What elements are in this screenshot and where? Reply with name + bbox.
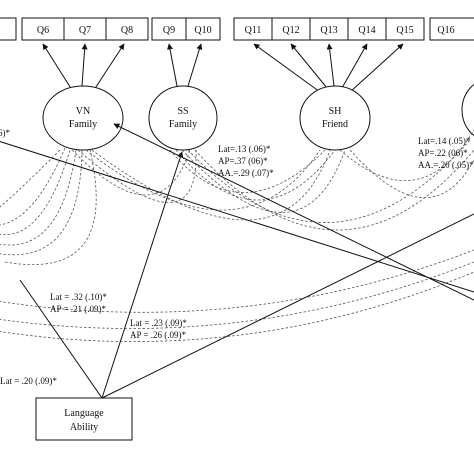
factor-right-partial	[461, 83, 474, 137]
coef-right-ap: AP=.22 (06)*	[418, 148, 468, 158]
coef-right-lat: Lat=.14 (.05)*	[418, 136, 471, 146]
indicator-q16: Q16	[437, 25, 454, 36]
indicator-q8: Q8	[121, 25, 133, 36]
language-ability-line2: Ability	[70, 422, 98, 433]
language-ability-line1: Language	[64, 408, 104, 419]
indicator-q12: Q12	[282, 25, 299, 36]
coef-ss-lat: Lat=.13 (.06)*	[218, 144, 271, 154]
indicator-group-vn: Q6 Q7 Q8	[0, 17, 149, 41]
coef-right-aa: AA.=.20 (.05)*	[418, 160, 474, 170]
indicator-q7: Q7	[79, 25, 91, 36]
coef-bottom-left: Lat = .20 (.09)*	[0, 376, 57, 386]
indicator-q11: Q11	[245, 25, 262, 36]
factor-vn-line1: VN	[76, 106, 90, 117]
factor-ss-line2: Family	[169, 119, 197, 130]
indicator-q9: Q9	[163, 25, 175, 36]
coef-mid2-lat: Lat = .23 (.09)*	[130, 318, 187, 328]
language-ability-node: Language Ability	[35, 397, 133, 441]
coef-mid1-ap: AP = .21 (.09)*	[50, 304, 106, 314]
factor-sh-line2: Friend	[322, 119, 348, 130]
indicator-group-right: Q16	[429, 17, 474, 41]
indicator-box-q6-q8	[21, 17, 149, 41]
coef-ss-aa: AA.=.29 (.07)*	[218, 168, 274, 178]
coef-block-right: Lat=.14 (.05)* AP=.22 (06)* AA.=.20 (.05…	[418, 136, 474, 170]
factor-sh-line1: SH	[329, 106, 342, 117]
factor-vn-line2: Family	[69, 119, 97, 130]
indicator-q13: Q13	[320, 25, 337, 36]
coef-mid2-ap: AP = .26 (.09)*	[130, 330, 186, 340]
structural-paths	[0, 123, 474, 399]
indicator-box-q11-q15	[233, 17, 425, 41]
coef-ss-ap: AP=.37 (06)*	[218, 156, 268, 166]
indicator-box-q16	[429, 17, 474, 41]
indicator-q14: Q14	[358, 25, 375, 36]
coef-left-partial: 6)*	[0, 128, 10, 138]
factor-ss-family: SS Family	[148, 85, 218, 151]
coef-block-ss: Lat=.13 (.06)* AP=.37 (06)* AA.=.29 (.07…	[218, 144, 274, 178]
indicator-q15: Q15	[396, 25, 413, 36]
coef-mid1-lat: Lat = .32 (.10)*	[50, 292, 107, 302]
indicator-group-ss: Q9 Q10	[151, 17, 221, 41]
indicator-q6: Q6	[37, 25, 49, 36]
factor-sh-friend: SH Friend	[299, 85, 371, 151]
indicator-group-sh: Q11 Q12 Q13 Q14 Q15	[233, 17, 425, 41]
factor-ss-line1: SS	[177, 106, 188, 117]
indicator-q10: Q10	[194, 25, 211, 36]
factor-vn-family: VN Family	[42, 85, 124, 151]
coef-block-mid1: Lat = .32 (.10)* AP = .21 (.09)*	[50, 292, 107, 314]
indicator-box-partial	[0, 17, 17, 41]
loading-arrows	[42, 43, 404, 93]
coef-block-mid2: Lat = .23 (.09)* AP = .26 (.09)*	[130, 318, 187, 340]
